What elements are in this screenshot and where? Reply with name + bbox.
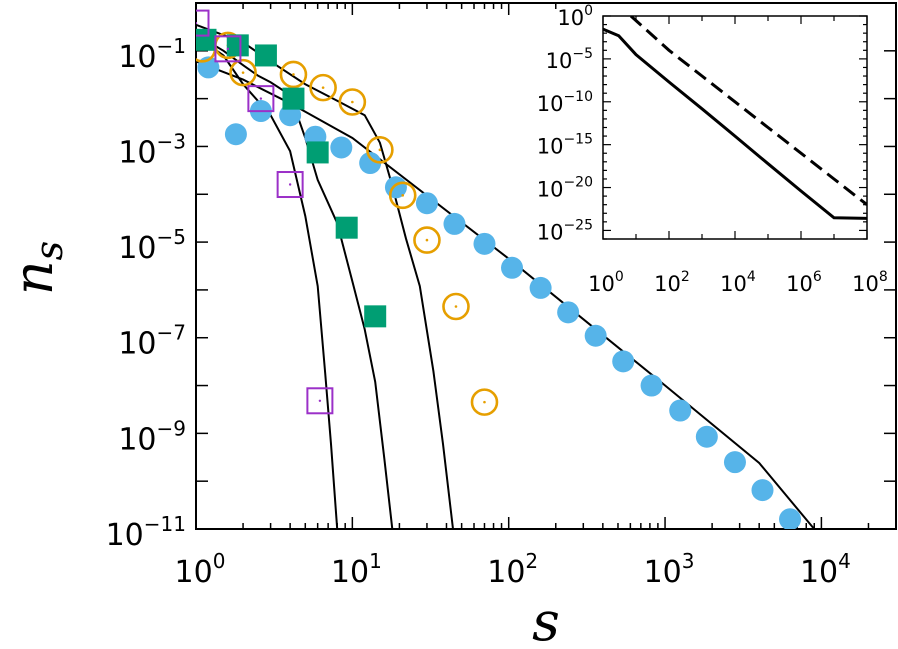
- y-tick-label: 10−1: [118, 34, 186, 75]
- data-point-circle: [443, 212, 466, 235]
- data-point-circle: [779, 508, 802, 529]
- data-point-circle: [330, 136, 353, 159]
- data-point-circle: [723, 451, 746, 474]
- data-point-circle: [359, 152, 382, 175]
- inset-x-tick-label: 108: [852, 269, 888, 296]
- data-point-open-circle: [470, 388, 499, 416]
- data-point-open-square: [247, 85, 275, 113]
- simulation-curve-4: [196, 35, 339, 529]
- data-point-open-circle: [388, 181, 417, 210]
- data-point-square: [254, 44, 277, 67]
- inset-curve-solid: [603, 27, 867, 220]
- y-tick-label: 10−9: [118, 416, 186, 457]
- inset-x-tick-label: 104: [720, 269, 756, 296]
- inset-y-tick-label: 10−15: [537, 132, 593, 159]
- data-point-circle: [279, 104, 302, 127]
- data-point-open-square: [196, 9, 210, 37]
- inset-x-tick-label: 100: [588, 269, 624, 296]
- data-point-open-circle: [309, 73, 337, 102]
- inset-y-tick-label: 10−5: [546, 46, 593, 73]
- data-point-square: [282, 87, 305, 110]
- x-tick-label: 104: [800, 549, 851, 590]
- data-point-circle: [224, 123, 247, 146]
- x-axis-title: s: [532, 590, 560, 649]
- y-tick-label: 10−7: [118, 321, 186, 362]
- inset-y-tick-label: 100: [557, 3, 593, 30]
- y-axis-title: ns: [2, 241, 71, 295]
- data-point-square: [306, 141, 329, 164]
- data-point-circle: [751, 479, 774, 502]
- data-point-square: [364, 305, 387, 328]
- data-point-circle: [473, 232, 496, 255]
- data-point-circle: [695, 425, 718, 448]
- data-point-circle: [669, 399, 692, 422]
- x-tick-label: 103: [644, 549, 695, 590]
- x-tick-label: 100: [175, 549, 226, 590]
- data-point-open-square: [276, 171, 304, 199]
- data-point-circle: [557, 301, 580, 324]
- data-point-open-circle: [442, 292, 470, 321]
- x-tick-label: 102: [487, 549, 538, 590]
- inset-background: [565, 4, 879, 297]
- x-tick-label: 101: [331, 549, 382, 590]
- inset-curve-dashed: [629, 16, 867, 206]
- data-point-open-circle: [229, 58, 257, 87]
- y-tick-label: 10−3: [118, 129, 186, 170]
- data-point-circle: [529, 276, 552, 299]
- data-point-open-square: [214, 35, 242, 63]
- data-point-square: [226, 34, 249, 57]
- data-point-open-circle: [279, 60, 308, 89]
- data-point-square: [335, 216, 358, 239]
- y-tick-label: 10−11: [106, 512, 186, 553]
- inset-x-tick-label: 106: [786, 269, 822, 296]
- inset-y-tick-label: 10−10: [537, 89, 593, 116]
- data-point-open-circle: [413, 226, 441, 254]
- data-point-open-circle: [366, 136, 394, 164]
- data-point-circle: [612, 350, 635, 373]
- data-point-open-square: [306, 387, 334, 415]
- data-point-circle: [415, 192, 438, 215]
- plot-frame: [195, 2, 897, 530]
- data-point-circle: [501, 256, 524, 279]
- y-tick-label: 10−5: [118, 225, 186, 266]
- inset-y-tick-label: 10−25: [537, 217, 593, 244]
- inset-x-tick-label: 102: [654, 269, 690, 296]
- data-point-circle: [584, 324, 607, 347]
- data-point-circle: [640, 374, 663, 397]
- inset-chart: 100 102 104 106 108 10−25 10−20 10−15 10−10 10−5 1…: [537, 3, 888, 297]
- data-point-open-circle: [338, 88, 367, 116]
- data-point-square: [196, 28, 217, 51]
- inset-y-tick-label: 10−20: [537, 175, 593, 202]
